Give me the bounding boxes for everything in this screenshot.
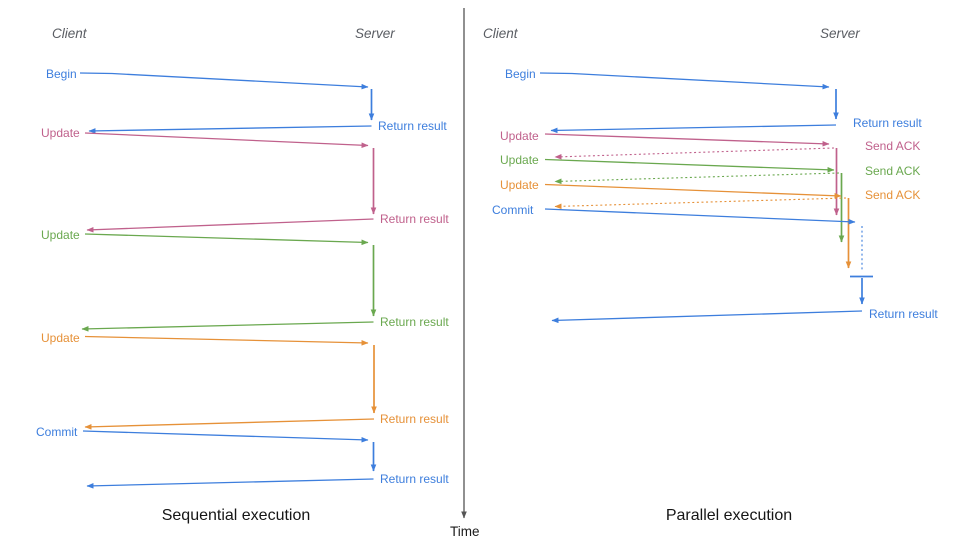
response-label: Send ACK [865, 164, 920, 178]
response-label: Return result [380, 315, 449, 329]
request-arrow [79, 72, 369, 90]
time-axis: Time [450, 8, 480, 539]
response-label: Return result [380, 472, 449, 486]
response-label: Return result [380, 412, 449, 426]
par-begin-exchange: Begin Return result [505, 67, 922, 134]
par-commit-exchange: Commit Return result [492, 203, 938, 324]
message-label: Update [41, 331, 80, 345]
message-label: Update [41, 126, 80, 140]
message-label: Begin [46, 67, 77, 81]
client-header: Client [483, 26, 519, 41]
request-arrow [82, 430, 369, 443]
client-header: Client [52, 26, 88, 41]
panel-caption: Sequential execution [162, 507, 311, 524]
response-label: Return result [378, 119, 447, 133]
request-arrow [544, 158, 835, 173]
message-label: Commit [36, 425, 78, 439]
panel-caption: Parallel execution [666, 507, 792, 524]
request-arrow [544, 133, 830, 147]
sequential-panel: Client Server Begin Return result Update… [36, 26, 449, 524]
ack-dotted-arrow [554, 172, 840, 185]
message-label: Update [500, 153, 539, 167]
ack-dotted-arrow [554, 197, 847, 210]
request-arrow [544, 208, 856, 225]
seq-update3-exchange: Update Return result [41, 331, 449, 430]
response-arrow [88, 125, 372, 134]
response-label: Return result [869, 307, 938, 321]
response-arrow [550, 124, 837, 134]
message-label: Update [500, 178, 539, 192]
message-label: Update [41, 228, 80, 242]
request-arrow [84, 132, 369, 149]
response-label: Send ACK [865, 188, 920, 202]
message-label: Begin [505, 67, 536, 81]
request-arrow [544, 183, 842, 199]
message-label: Commit [492, 203, 534, 217]
response-label: Send ACK [865, 139, 920, 153]
response-arrow [81, 321, 374, 332]
server-header: Server [355, 26, 395, 41]
seq-commit-exchange: Commit Return result [36, 425, 449, 489]
seq-update2-exchange: Update Return result [41, 228, 449, 332]
response-label: Return result [853, 116, 922, 130]
request-arrow [84, 335, 369, 346]
request-arrow [84, 233, 369, 246]
par-update2-exchange: Update Send ACK [500, 153, 920, 243]
response-arrow [86, 478, 374, 489]
parallel-panel: Client Server Begin Return result Update… [483, 26, 938, 524]
seq-update1-exchange: Update Return result [41, 126, 449, 233]
time-axis-label: Time [450, 524, 480, 539]
message-label: Update [500, 129, 539, 143]
par-update1-exchange: Update Send ACK [500, 129, 920, 216]
response-arrow [84, 418, 375, 430]
request-arrow [539, 72, 830, 90]
ack-dotted-arrow [554, 147, 835, 160]
response-label: Return result [380, 212, 449, 226]
server-header: Server [820, 26, 860, 41]
response-arrow [86, 218, 374, 233]
par-update3-exchange: Update Send ACK [500, 178, 920, 269]
response-arrow [551, 310, 863, 324]
seq-begin-exchange: Begin Return result [46, 67, 447, 134]
